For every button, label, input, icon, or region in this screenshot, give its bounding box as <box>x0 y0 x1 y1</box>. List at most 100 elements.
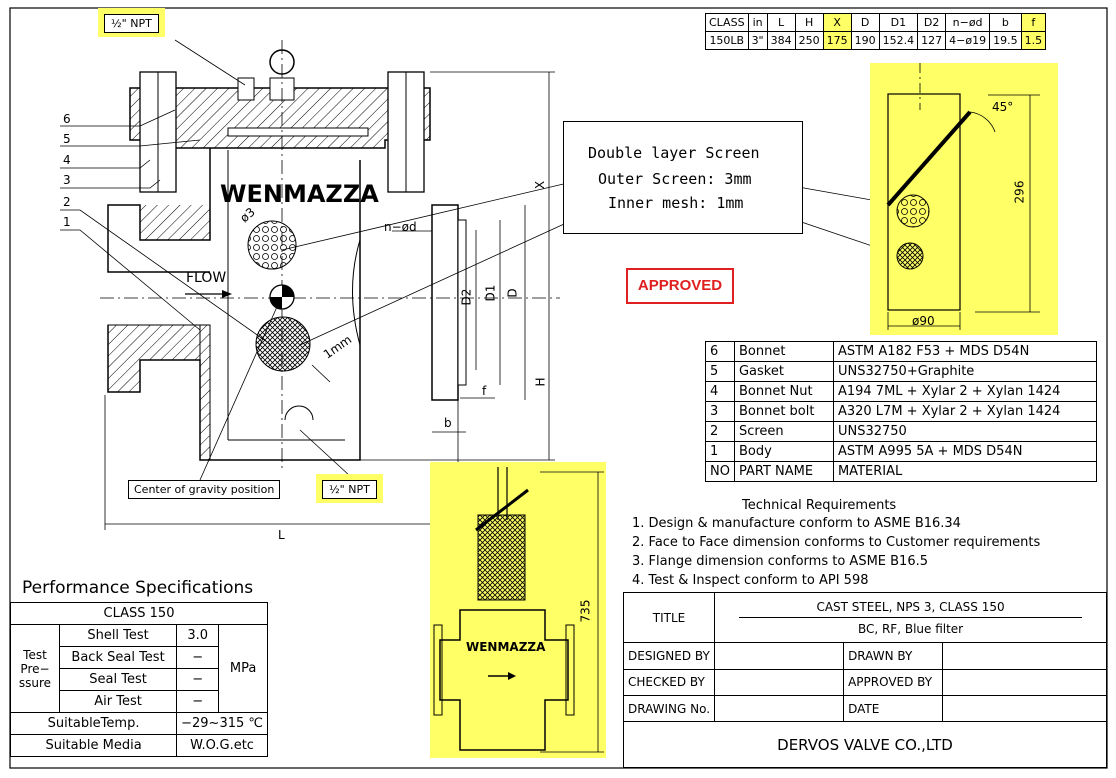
dim-value-9: 19.5 <box>989 31 1022 50</box>
perf-test-name-1: Shell Test <box>58 624 178 647</box>
parts-cell: A194 7ML + Xylar 2 + Xylan 1424 <box>832 381 1098 402</box>
screen-note-title: Double layer Screen <box>588 144 760 162</box>
parts-cell: 4 <box>705 381 735 402</box>
parts-cell: 6 <box>705 341 735 362</box>
screen-note-box: Double layer Screen Outer Screen: 3mm In… <box>563 121 803 234</box>
perf-temp-label: SuitableTemp. <box>9 712 178 735</box>
screen-note-outer: Outer Screen: 3mm <box>598 170 752 188</box>
perf-test-value-3: − <box>176 668 220 691</box>
parts-cell: UNS32750+Graphite <box>832 361 1098 382</box>
perf-unit: MPa <box>218 624 268 713</box>
dim-header-5: D <box>850 13 880 32</box>
perf-table: CLASS 150 Test Pre− ssure Shell Test 3.0… <box>9 602 268 757</box>
drawing-no-label: DRAWING No. <box>622 694 716 723</box>
dim-header-1: in <box>747 13 768 32</box>
dim-header-6: D1 <box>878 13 919 32</box>
dim-value-6: 152.4 <box>878 31 919 50</box>
tech-item-4: 4. Test & Inspect conform to API 598 <box>632 573 869 588</box>
lower-brand-label: WENMAZZA <box>466 640 546 654</box>
parts-cell: Body <box>733 441 834 462</box>
perf-test-value-1: 3.0 <box>176 624 220 647</box>
perf-test-name-3: Seal Test <box>58 668 178 691</box>
dim-header-8: n−ød <box>945 13 991 32</box>
tech-item-2: 2. Face to Face dimension conforms to Cu… <box>632 535 1041 550</box>
screen-height-label: 296 <box>1012 180 1027 204</box>
perf-title: Performance Specifications <box>22 578 254 598</box>
dim-d1-label: D1 <box>483 284 498 302</box>
dim-header-0: CLASS <box>705 13 749 32</box>
dim-header-10: f <box>1020 13 1047 32</box>
dim-value-3: 250 <box>794 31 824 50</box>
dim-header-9: b <box>989 13 1022 32</box>
part-number-5: 5 <box>63 132 71 146</box>
parts-header-cell: MATERIAL <box>832 461 1098 482</box>
title-line-1: CAST STEEL, NPS 3, CLASS 150 <box>739 600 1082 618</box>
dim-f-label: f <box>482 384 487 398</box>
dim-l-label: L <box>278 528 285 542</box>
npt-bottom-label: ½" NPT <box>322 480 377 499</box>
parts-cell: ASTM A995 5A + MDS D54N <box>832 441 1098 462</box>
parts-cell: Screen <box>733 421 834 442</box>
screen-width-label: ø90 <box>912 314 935 328</box>
tech-item-1: 1. Design & manufacture conform to ASME … <box>632 516 961 531</box>
approved-by-label: APPROVED BY <box>843 668 944 696</box>
npt-bottom-tag: ½" NPT <box>316 474 383 503</box>
perf-test-name-2: Back Seal Test <box>58 646 178 669</box>
dim-nod-label: n−ød <box>384 220 417 234</box>
perf-test-name-4: Air Test <box>58 690 178 713</box>
dim-value-5: 190 <box>850 31 880 50</box>
approved-stamp: APPROVED <box>626 268 734 304</box>
date-value <box>942 694 1107 723</box>
dim-value-10: 1.5 <box>1020 31 1047 50</box>
perf-class: CLASS 150 <box>10 602 268 625</box>
parts-cell: 2 <box>705 421 735 442</box>
approved-by-value <box>942 668 1107 696</box>
cg-label: Center of gravity position <box>128 480 281 499</box>
parts-cell: ASTM A182 F53 + MDS D54N <box>832 341 1098 362</box>
title-label: TITLE <box>622 591 716 644</box>
perf-test-value-2: − <box>176 646 220 669</box>
checked-by-value <box>714 668 845 696</box>
company-name: DERVOS VALVE CO.,LTD <box>623 721 1107 768</box>
part-number-3: 3 <box>63 173 71 187</box>
parts-cell: 5 <box>705 361 735 382</box>
dim-header-7: D2 <box>917 13 947 32</box>
flow-label: FLOW <box>186 270 227 286</box>
dim-header-2: L <box>766 13 796 32</box>
part-number-2: 2 <box>63 195 71 209</box>
perf-temp-value: −29~315 ℃ <box>176 712 268 735</box>
dim-header-4: X <box>822 13 852 32</box>
screen-angle-label: 45° <box>992 100 1014 114</box>
parts-cell: A320 L7M + Xylar 2 + Xylan 1424 <box>832 401 1098 422</box>
title-block: TITLE CAST STEEL, NPS 3, CLASS 150 BC, R… <box>622 591 1107 768</box>
npt-top-label: ½" NPT <box>104 14 159 33</box>
part-number-6: 6 <box>63 112 71 126</box>
perf-media-value: W.O.G.etc <box>176 734 268 757</box>
tech-title: Technical Requirements <box>742 498 897 513</box>
dim-b-label: b <box>444 416 452 430</box>
parts-header-cell: NO <box>705 461 735 482</box>
checked-by-label: CHECKED BY <box>622 668 716 696</box>
drawn-by-value <box>942 642 1107 670</box>
npt-top-tag: ½" NPT <box>98 8 165 37</box>
part-number-4: 4 <box>63 153 71 167</box>
parts-header-cell: PART NAME <box>733 461 834 482</box>
drawn-by-label: DRAWN BY <box>843 642 944 670</box>
parts-cell: Gasket <box>733 361 834 382</box>
parts-cell: Bonnet bolt <box>733 401 834 422</box>
dim-h-label: H <box>533 377 548 387</box>
parts-cell: 1 <box>705 441 735 462</box>
perf-media-label: Suitable Media <box>9 734 178 757</box>
tech-item-3: 3. Flange dimension conforms to ASME B16… <box>632 554 928 569</box>
designed-by-value <box>714 642 845 670</box>
